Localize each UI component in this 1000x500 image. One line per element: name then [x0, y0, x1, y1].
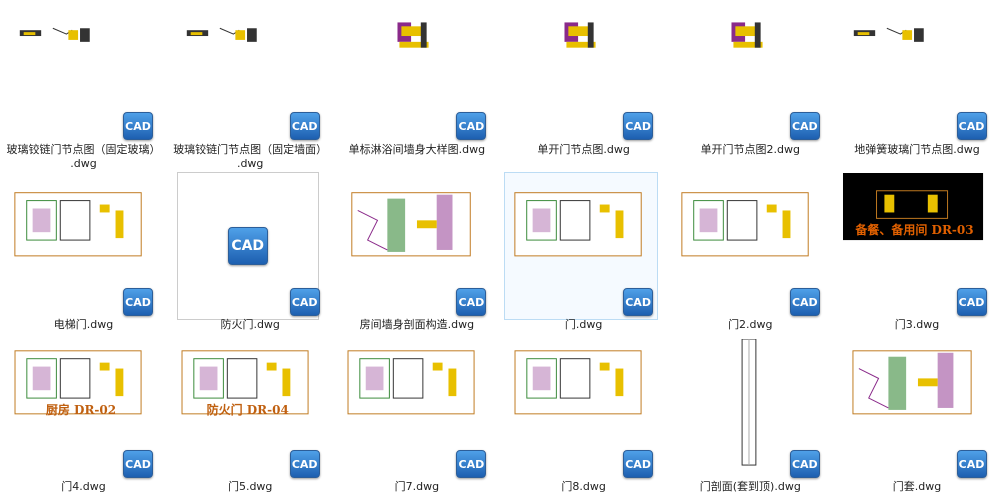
- drawing-caption: 备餐、备用间 DR-03: [855, 223, 974, 237]
- file-name[interactable]: 玻璃铰链门节点图（固定墙面）.dwg: [173, 143, 328, 170]
- cad-file-icon: CAD: [123, 450, 153, 478]
- file-thumbnail[interactable]: [671, 172, 825, 320]
- file-name[interactable]: 房间墙身剖面构造.dwg: [359, 318, 475, 331]
- cad-file-icon: CAD: [623, 288, 654, 316]
- file-thumbnail[interactable]: [337, 2, 491, 140]
- file-name[interactable]: 防火门.dwg: [220, 318, 280, 331]
- file-name[interactable]: 门4.dwg: [61, 480, 106, 493]
- cad-file-icon: CAD: [456, 288, 487, 316]
- file-name[interactable]: 门剖面(套到顶).dwg: [699, 480, 801, 493]
- file-name[interactable]: 门3.dwg: [894, 318, 940, 331]
- file-name[interactable]: 门.dwg: [564, 318, 603, 331]
- cad-file-icon: CAD: [789, 450, 820, 478]
- cad-file-icon: CAD: [123, 288, 153, 316]
- drawing-caption: 厨房 DR-02: [45, 403, 117, 417]
- file-thumbnail[interactable]: 防火门 DR-04: [171, 338, 325, 470]
- cad-file-icon: CAD: [289, 112, 320, 140]
- file-name[interactable]: 玻璃铰链门节点图（固定玻璃）.dwg: [6, 143, 161, 170]
- file-name[interactable]: 单开门节点图.dwg: [537, 143, 630, 156]
- file-name[interactable]: 门5.dwg: [227, 480, 273, 493]
- file-thumbnail[interactable]: [504, 2, 658, 140]
- file-thumbnail[interactable]: [4, 172, 158, 320]
- cad-file-icon: CAD: [789, 288, 820, 316]
- cad-file-icon: CAD: [289, 450, 320, 478]
- file-thumbnail[interactable]: [671, 338, 825, 470]
- cad-file-icon: CAD: [227, 227, 268, 265]
- file-thumbnail[interactable]: 厨房 DR-02: [4, 338, 158, 470]
- cad-file-icon: CAD: [956, 450, 987, 478]
- cad-file-icon: CAD: [456, 112, 487, 140]
- file-thumbnail[interactable]: 备餐、备用间 DR-03: [838, 172, 992, 320]
- cad-file-icon: CAD: [623, 450, 654, 478]
- cad-file-icon: CAD: [956, 288, 987, 316]
- file-name[interactable]: 单开门节点图2.dwg: [700, 143, 801, 156]
- cad-file-icon: CAD: [123, 112, 153, 140]
- file-thumbnail[interactable]: [337, 338, 491, 470]
- file-thumbnail[interactable]: [838, 2, 992, 140]
- file-thumbnail[interactable]: [671, 2, 825, 140]
- file-name[interactable]: 电梯门.dwg: [53, 318, 114, 331]
- cad-file-icon: CAD: [789, 112, 820, 140]
- file-name[interactable]: 地弹簧玻璃门节点图.dwg: [854, 143, 980, 156]
- file-name[interactable]: 门8.dwg: [561, 480, 606, 493]
- cad-file-icon: CAD: [289, 288, 320, 316]
- cad-file-icon: CAD: [623, 112, 654, 140]
- file-thumbnail[interactable]: [337, 172, 491, 320]
- cad-file-icon: CAD: [956, 112, 987, 140]
- file-thumbnail[interactable]: [504, 338, 658, 470]
- cad-file-icon: CAD: [456, 450, 487, 478]
- file-name[interactable]: 门2.dwg: [728, 318, 773, 331]
- file-thumbnail[interactable]: [838, 338, 992, 470]
- file-name[interactable]: 门套.dwg: [892, 480, 942, 493]
- file-thumbnail[interactable]: [171, 2, 325, 140]
- file-thumbnail[interactable]: CAD: [176, 172, 319, 320]
- file-name[interactable]: 门7.dwg: [394, 480, 440, 493]
- file-thumbnail[interactable]: [4, 2, 158, 140]
- file-name[interactable]: 单标淋浴间墙身大样图.dwg: [348, 143, 486, 156]
- drawing-caption: 防火门 DR-04: [206, 403, 289, 417]
